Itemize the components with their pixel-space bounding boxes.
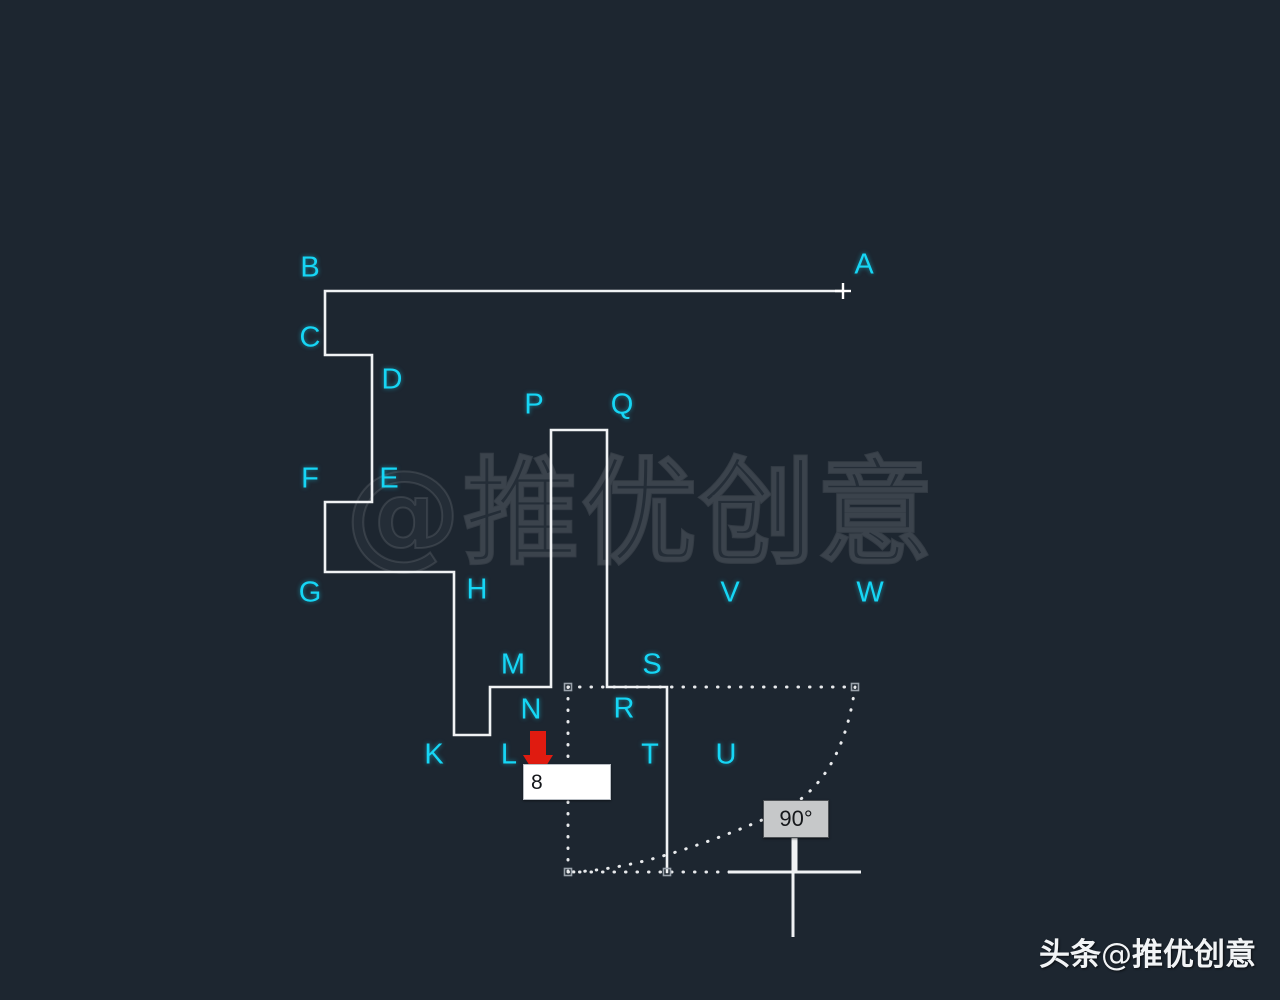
corner-watermark: 头条@推优创意 (1039, 929, 1256, 974)
vertex-label-u: U (715, 738, 737, 771)
vertex-label-b: B (300, 251, 320, 284)
angle-tooltip-value: 90° (779, 806, 813, 831)
guide-leader-curve (566, 685, 857, 874)
vertex-label-m: M (500, 648, 526, 681)
vertex-label-k: K (424, 738, 444, 771)
grip-point[interactable] (563, 867, 573, 877)
vertex-label-q: Q (610, 388, 634, 421)
vertex-label-f: F (301, 462, 319, 495)
corner-watermark-at: @ (1101, 937, 1132, 973)
corner-watermark-brand: 头条 (1039, 937, 1101, 973)
vertex-label-h: H (466, 573, 488, 606)
vertex-label-d: D (381, 363, 403, 396)
corner-watermark-handle: 推优创意 (1132, 937, 1256, 973)
profile-polyline[interactable] (323, 289, 845, 874)
vertex-label-w: W (856, 576, 884, 609)
vertex-label-n: N (520, 693, 542, 726)
vertex-label-a: A (854, 248, 874, 281)
grip-point[interactable] (662, 867, 672, 877)
dimension-input-field[interactable]: 8 (523, 764, 611, 800)
grip-point[interactable] (563, 682, 573, 692)
vertex-label-g: G (298, 576, 322, 609)
vertex-label-t: T (641, 738, 659, 771)
dimension-input-value: 8 (531, 771, 543, 794)
pick-point-marker (835, 283, 851, 299)
vertex-label-r: R (613, 692, 635, 725)
vertex-label-v: V (720, 576, 740, 609)
angle-tooltip: 90° (763, 800, 829, 838)
vertex-label-l: L (500, 738, 518, 771)
grip-point[interactable] (850, 682, 860, 692)
vertex-label-p: P (524, 388, 544, 421)
vertex-label-e: E (379, 462, 399, 495)
vertex-label-s: S (642, 648, 662, 681)
grip-point-layer[interactable] (563, 682, 860, 877)
vertex-label-c: C (299, 321, 321, 354)
